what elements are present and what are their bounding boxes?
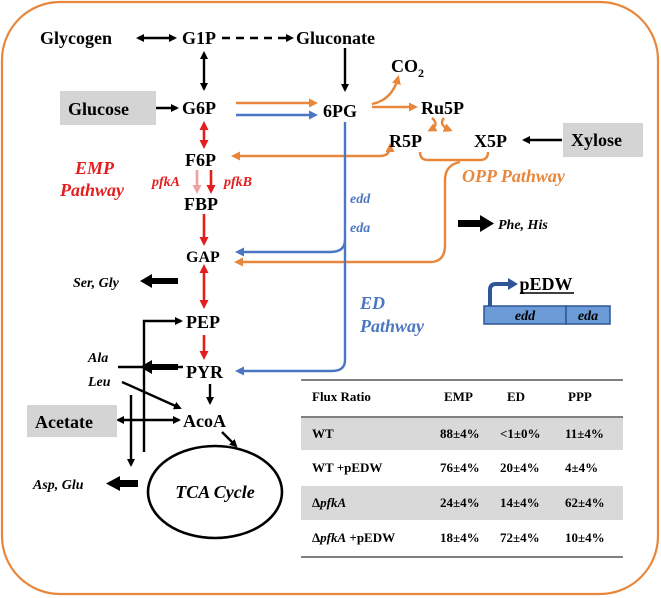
ed-label-line2: Pathway: [359, 316, 425, 336]
r5p-label: R5P: [389, 131, 422, 151]
pfkb-label: pfkB: [223, 175, 252, 190]
plasmid-gene-eda: [565, 305, 611, 325]
acetate-label: Acetate: [35, 412, 93, 432]
glucose-label: Glucose: [68, 99, 129, 119]
ed-arrows: [235, 110, 347, 376]
gap-label: GAP: [186, 249, 220, 266]
svg-text:ΔpfkA +pEDW: ΔpfkA +pEDW: [312, 530, 395, 545]
glycogen-label: Glycogen: [40, 28, 112, 48]
table-header-ppp: PPP: [568, 389, 592, 404]
ala-label: Ala: [87, 351, 108, 366]
opp-arrows: [231, 75, 490, 267]
svg-text:72±4%: 72±4%: [500, 530, 540, 545]
ru5p-label: Ru5P: [421, 98, 464, 118]
svg-text:11±4%: 11±4%: [565, 426, 604, 441]
g1p-label: G1P: [182, 28, 216, 48]
svg-text:76±4%: 76±4%: [440, 460, 480, 475]
plasmid-gene1-label: edd: [515, 309, 536, 324]
black-arrows: [106, 34, 562, 491]
svg-text:24±4%: 24±4%: [440, 495, 480, 510]
acetate-box: [27, 405, 117, 437]
pep-label: PEP: [186, 312, 220, 332]
flux-ratio-table: Flux Ratio EMP ED PPP WT 88±4% <1±0% 11±…: [301, 379, 623, 558]
xylose-label: Xylose: [571, 130, 622, 150]
pfka-label: pfkA: [151, 175, 180, 190]
table-row: WT +pEDW 76±4% 20±4% 4±4%: [312, 460, 598, 475]
svg-text:20±4%: 20±4%: [500, 460, 540, 475]
gluconate-label: Gluconate: [296, 28, 375, 48]
fbp-label: FBP: [184, 194, 218, 214]
plasmid-name: pEDW: [519, 274, 572, 294]
svg-text:ΔpfkA: ΔpfkA: [312, 495, 346, 510]
svg-text:14±4%: 14±4%: [500, 495, 540, 510]
g6p-label: G6P: [182, 98, 216, 118]
table-header-emp: EMP: [444, 389, 473, 404]
plasmid-gene2-label: eda: [578, 309, 598, 324]
tca-cycle-ellipse: [146, 444, 284, 540]
eda-label: eda: [350, 221, 370, 236]
f6p-label: F6P: [185, 150, 216, 170]
table-row: ΔpfkA +pEDW 18±4% 72±4% 10±4%: [312, 530, 605, 545]
svg-text:<1±0%: <1±0%: [500, 426, 541, 441]
pyr-label: PYR: [186, 362, 224, 382]
table-row-shade-3: [301, 486, 623, 520]
co2-label: CO2: [391, 56, 424, 80]
emp-arrows: [192, 121, 216, 360]
plasmid-pedw: pEDW edd eda: [483, 274, 611, 325]
svg-text:18±4%: 18±4%: [440, 530, 480, 545]
edd-label: edd: [350, 192, 371, 207]
ser-gly-label: Ser, Gly: [73, 276, 120, 291]
emp-label-line2: Pathway: [59, 180, 125, 200]
table-row-shade-1: [301, 418, 623, 450]
asp-glu-label: Asp, Glu: [32, 478, 84, 493]
table-row: ΔpfkA 24±4% 14±4% 62±4%: [312, 495, 605, 510]
emp-label-line1: EMP: [74, 158, 115, 178]
table-header-ed: ED: [507, 389, 525, 404]
tca-cycle-label: TCA Cycle: [175, 482, 255, 502]
svg-text:WT: WT: [312, 426, 334, 441]
svg-text:62±4%: 62±4%: [565, 495, 605, 510]
acoa-label: AcoA: [183, 411, 226, 431]
6pg-label: 6PG: [323, 101, 357, 121]
x5p-label: X5P: [474, 131, 507, 151]
opp-pathway-label: OPP Pathway: [462, 166, 566, 186]
xylose-box: [563, 123, 643, 157]
glucose-box: [60, 91, 156, 125]
svg-text:4±4%: 4±4%: [565, 460, 598, 475]
table-row: WT 88±4% <1±0% 11±4%: [312, 426, 604, 441]
leu-label: Leu: [87, 375, 111, 390]
table-header-flux-ratio: Flux Ratio: [312, 389, 371, 404]
svg-text:WT +pEDW: WT +pEDW: [312, 460, 382, 475]
phe-his-label: Phe, His: [498, 218, 548, 233]
svg-text:10±4%: 10±4%: [565, 530, 605, 545]
ed-label-line1: ED: [359, 293, 385, 313]
svg-text:88±4%: 88±4%: [440, 426, 480, 441]
